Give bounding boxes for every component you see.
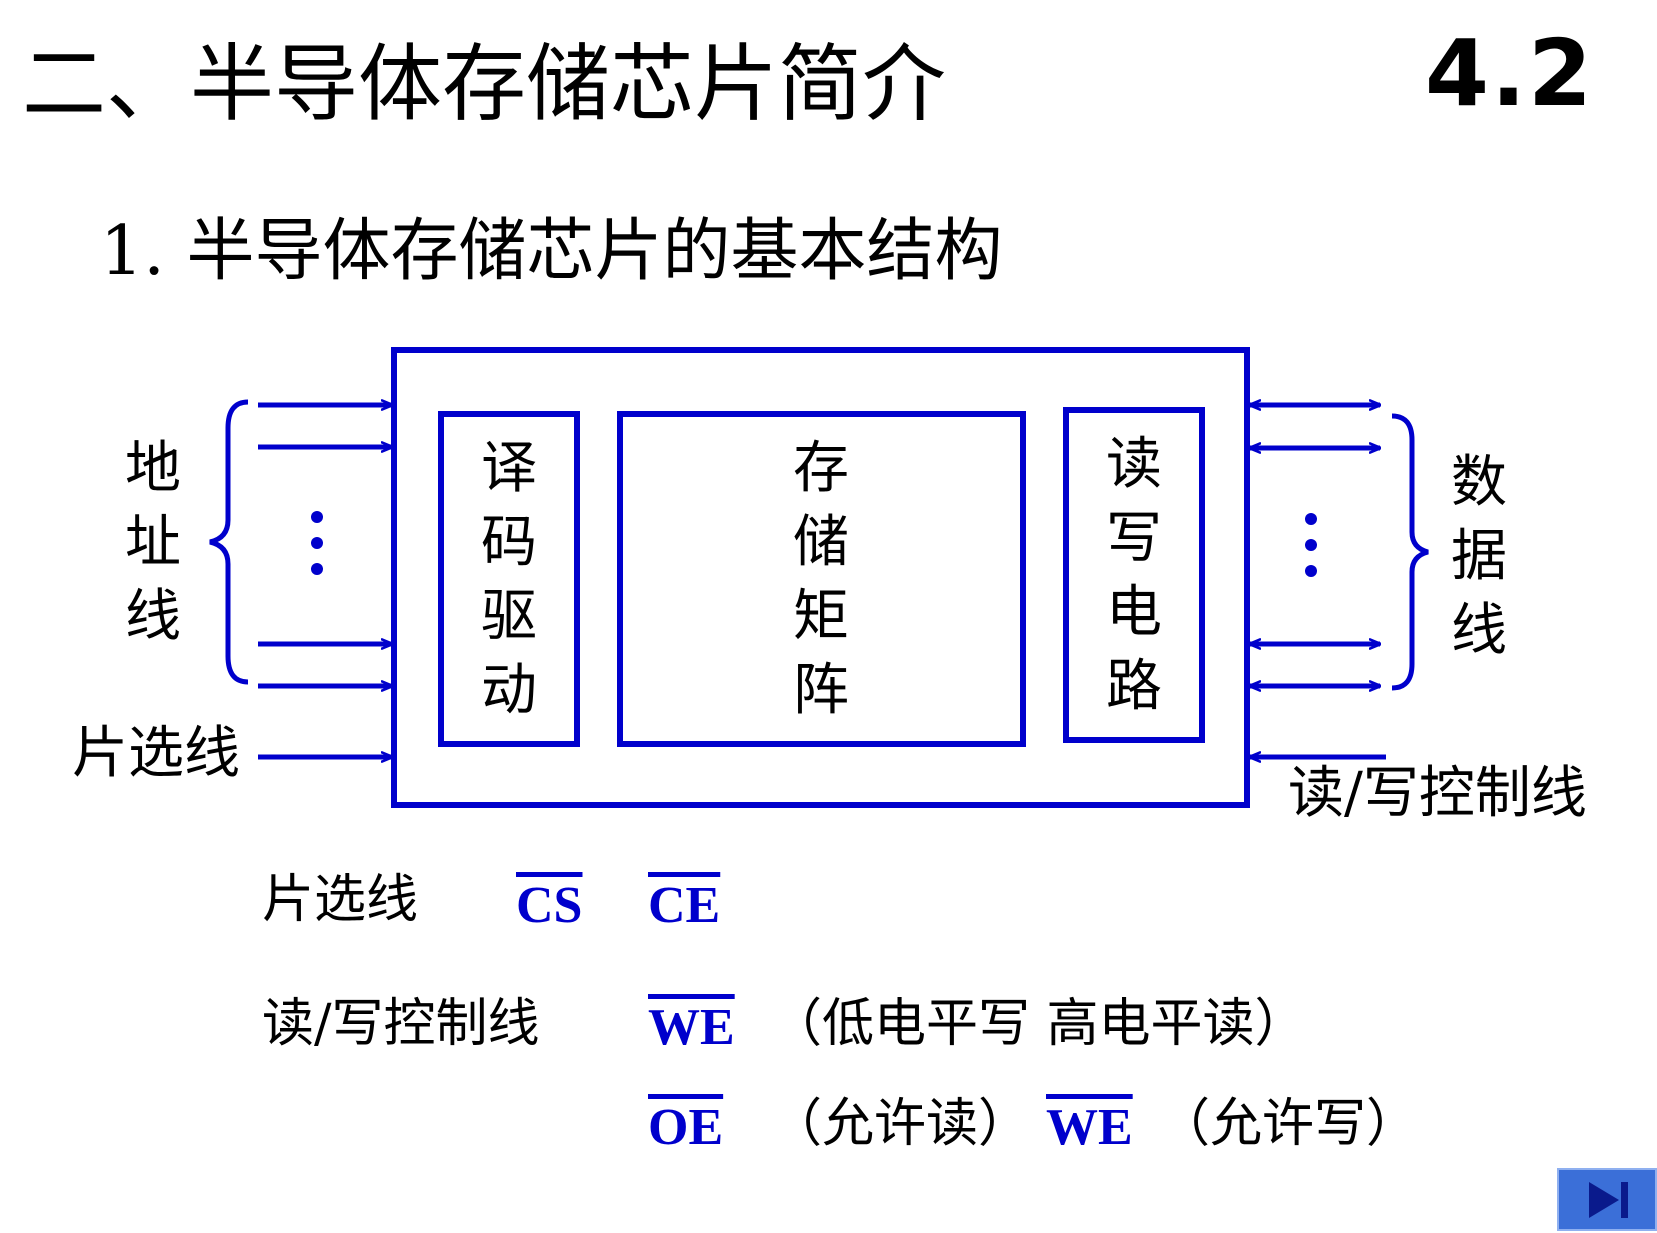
matrix-block [617, 411, 1026, 747]
rw-circuit-label: 读写电路 [1106, 432, 1162, 719]
cs-signal: CS [516, 877, 583, 934]
oe-signal: OE [648, 1099, 724, 1156]
next-slide-button[interactable] [1557, 1168, 1657, 1231]
ellipsis-dot [1305, 565, 1317, 577]
we-signal: WE [648, 999, 735, 1056]
subtitle: 1. 半导体存储芯片的基本结构 [100, 212, 1003, 291]
ce-signal: CE [648, 877, 721, 934]
rw-control-line-label: 读/写控制线 [1288, 761, 1587, 826]
matrix-label: 存储矩阵 [793, 436, 849, 723]
address-brace [209, 399, 249, 685]
we2-signal: WE [1046, 1099, 1133, 1156]
legend-rw-label: 读/写控制线 [262, 994, 540, 1054]
chip-outline [391, 347, 1250, 808]
oe-note: （允许读） [770, 1094, 1031, 1154]
ellipsis-dot [311, 563, 323, 575]
decoder-label: 译码驱动 [481, 436, 537, 723]
we2-note: （允许写） [1158, 1094, 1419, 1154]
slide-title: 二、半导体存储芯片简介 [22, 35, 947, 133]
play-next-icon [1589, 1182, 1628, 1218]
data-brace [1391, 413, 1429, 691]
legend-chip-select-label: 片选线 [262, 870, 419, 930]
ellipsis-dot [311, 537, 323, 549]
chip-select-line-label: 片选线 [72, 721, 240, 786]
decoder-block [438, 411, 580, 747]
data-lines-label: 数据线 [1451, 450, 1507, 663]
ellipsis-dot [1305, 513, 1317, 525]
address-lines-label: 地址线 [125, 436, 181, 649]
ellipsis-dot [1305, 539, 1317, 551]
section-number: 4.2 [1425, 20, 1594, 127]
ellipsis-dot [311, 511, 323, 523]
we-note: （低电平写 高电平读） [770, 994, 1307, 1054]
rw-circuit-block [1063, 407, 1205, 743]
